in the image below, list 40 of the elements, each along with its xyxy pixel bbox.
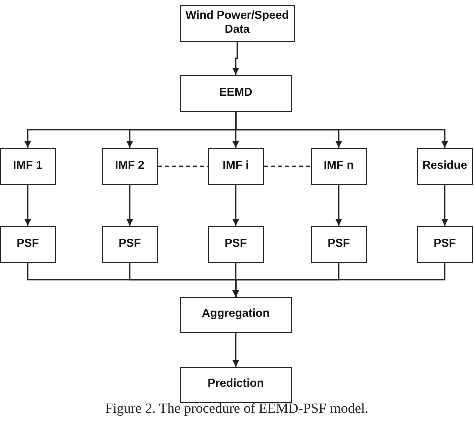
process-box bbox=[180, 75, 292, 112]
process-box bbox=[208, 148, 264, 185]
process-box bbox=[102, 226, 158, 263]
process-box bbox=[311, 148, 367, 185]
dashed-line bbox=[264, 166, 311, 168]
process-box bbox=[0, 148, 56, 185]
box-label: IMF 2 bbox=[115, 160, 145, 174]
process-box bbox=[180, 367, 292, 403]
arrow bbox=[232, 263, 446, 297]
process-box bbox=[180, 5, 295, 42]
process-box bbox=[417, 148, 473, 185]
box-label: IMF 1 bbox=[13, 160, 43, 174]
process-box bbox=[180, 297, 292, 333]
arrow bbox=[126, 185, 134, 226]
arrow bbox=[442, 185, 448, 226]
arrow bbox=[24, 185, 32, 226]
box-label: PSF bbox=[118, 238, 142, 252]
process-box bbox=[0, 226, 56, 263]
box-label: Aggregation bbox=[202, 308, 270, 322]
process-box bbox=[208, 226, 264, 263]
dashed-line bbox=[158, 166, 208, 168]
arrow bbox=[232, 42, 240, 75]
process-box bbox=[417, 226, 473, 263]
box-label: PSF bbox=[224, 238, 248, 252]
box-label: PSF bbox=[328, 238, 350, 252]
arrow bbox=[232, 333, 240, 367]
box-label: Wind Power/Speed Data bbox=[184, 10, 290, 37]
box-label: IMF n bbox=[324, 160, 354, 174]
box-label: Prediction bbox=[208, 378, 264, 392]
box-label: PSF bbox=[16, 238, 40, 252]
process-box bbox=[311, 226, 367, 263]
box-label: EEMD bbox=[219, 86, 253, 100]
box-label: IMF i bbox=[222, 160, 250, 174]
arrow bbox=[232, 185, 240, 226]
arrow bbox=[336, 185, 342, 226]
process-box bbox=[102, 148, 158, 185]
figure-caption: Figure 2. The procedure of EEMD-PSF model. bbox=[105, 402, 369, 418]
box-label: Residue bbox=[422, 160, 468, 174]
box-label: PSF bbox=[434, 238, 456, 252]
arrow bbox=[235, 112, 448, 148]
